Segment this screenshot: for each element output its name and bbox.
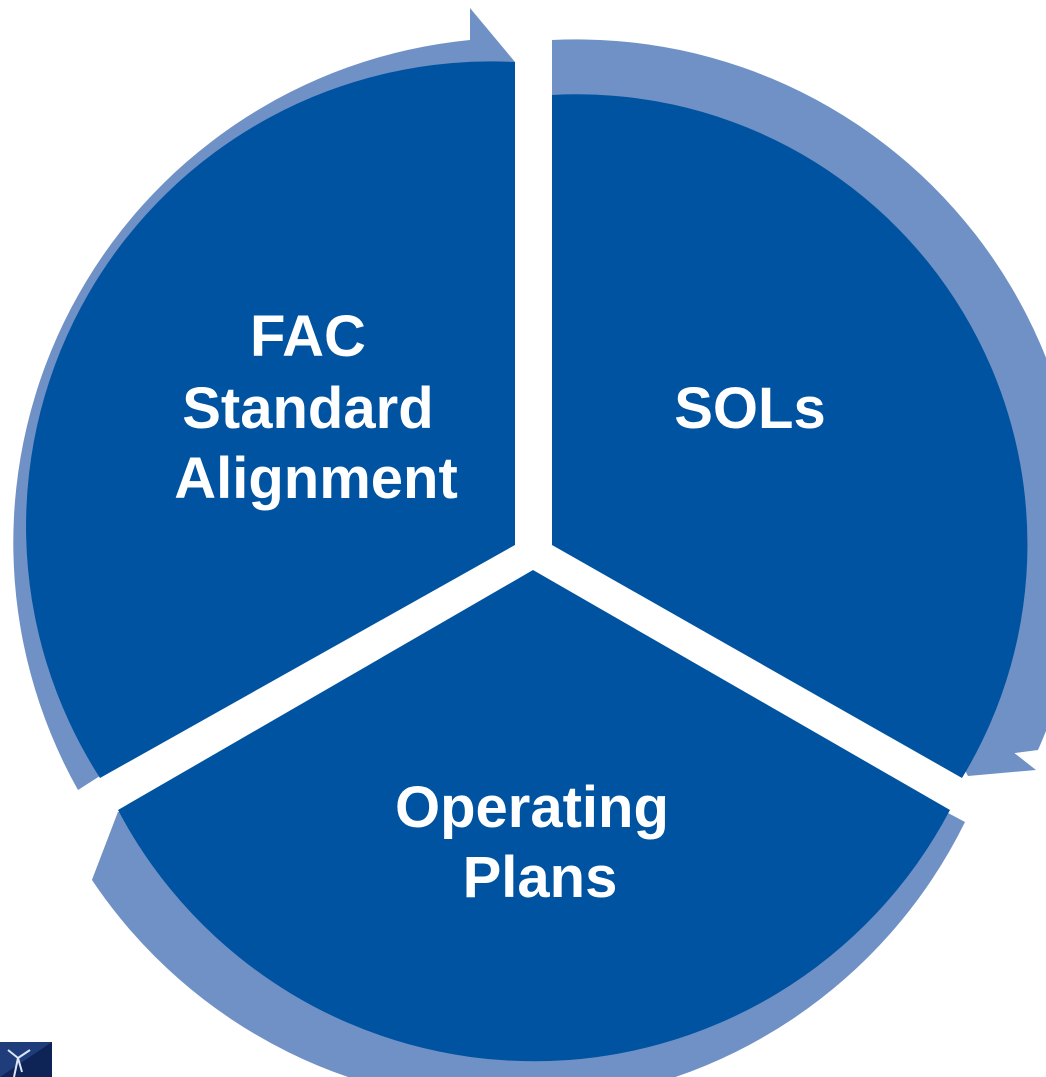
wind-turbine-logo-icon [0, 1042, 52, 1077]
label-operating-plans: Operating Plans [395, 775, 685, 910]
label-sols: SOLs [674, 376, 826, 441]
label-fac-standard-alignment: FAC Standard Alignment [174, 304, 458, 511]
segment-sols [552, 94, 1028, 778]
arrow-sols [552, 39, 1046, 760]
arrow-fac-alignment [13, 40, 470, 790]
cycle-segments [26, 61, 1028, 1062]
segment-operating-plans [118, 570, 950, 1062]
segment-fac-standard-alignment [26, 61, 515, 778]
